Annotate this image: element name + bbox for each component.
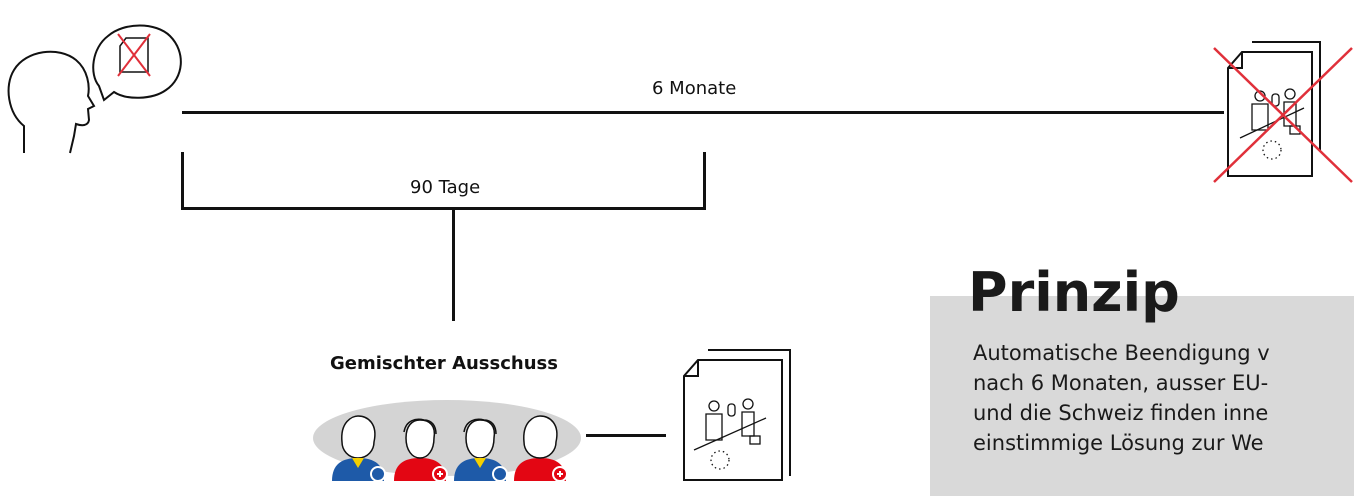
female-ch-member-icon [514, 415, 568, 481]
crossed-agreement-document-icon [1213, 41, 1353, 183]
crossed-document-icon [117, 33, 151, 77]
principle-line: und die Schweiz finden inne [973, 401, 1269, 425]
ninety-days-bracket-bottom [181, 207, 706, 210]
person-thinking-icon [7, 24, 182, 154]
principle-text: Automatische Beendigung v nach 6 Monaten… [973, 338, 1354, 458]
female-eu-member-icon [332, 415, 386, 481]
principle-title: Prinzip [968, 261, 1180, 324]
committee-members-group [313, 400, 581, 481]
agreement-document-icon [683, 349, 791, 481]
principle-line: nach 6 Monaten, ausser EU- [973, 371, 1269, 395]
six-months-line [182, 111, 1224, 114]
six-months-label: 6 Monate [652, 78, 737, 99]
committee-to-document-line [586, 434, 666, 437]
male-eu-member-icon [454, 418, 508, 481]
committee-connector-line [452, 210, 455, 321]
ninety-days-bracket-right [703, 152, 706, 210]
ninety-days-bracket-left [181, 152, 184, 210]
committee-title: Gemischter Ausschuss [330, 353, 558, 374]
ninety-days-label: 90 Tage [410, 177, 481, 198]
principle-line: einstimmige Lösung zur We [973, 431, 1264, 455]
principle-box [930, 296, 1354, 496]
principle-line: Automatische Beendigung v [973, 341, 1270, 365]
male-ch-member-icon [394, 418, 448, 481]
speech-bubble-icon [92, 24, 182, 102]
